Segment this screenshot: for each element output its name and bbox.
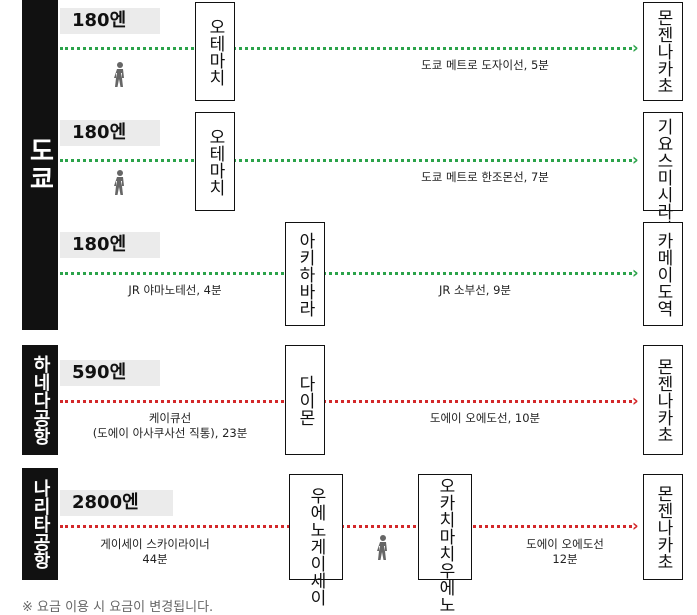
route-5-line — [60, 525, 632, 528]
route-5-segment-label: 도에이 오에도선 12분 — [500, 537, 630, 567]
route-2-arrow-icon: › — [632, 150, 639, 169]
route-4-destination: 몬젠나카초 — [643, 345, 683, 455]
route-4-transfer-station: 다이몬 — [285, 345, 325, 455]
route-2-segment-label: 도쿄 메트로 한조몬선, 7분 — [421, 170, 549, 184]
route-4-first-label-line2: (도에이 아사쿠사선 직통), 23분 — [92, 426, 248, 440]
route-5-transfer-station-2: 오카치마치우에노 — [418, 474, 472, 613]
route-5-segment-label-line2: 12분 — [552, 552, 578, 566]
route-4-line — [60, 400, 632, 403]
group-label-haneda: 하네다공항 — [22, 345, 58, 455]
route-2-transfer-station: 오테마치 — [195, 112, 235, 211]
route-4-segment-label: 도에이 오에도선, 10분 — [429, 411, 541, 425]
route-3-first-label: JR 야마노테선, 4분 — [128, 283, 222, 297]
route-5-segment-label-line1: 도에이 오에도선 — [526, 537, 604, 551]
route-1-segment-label: 도쿄 메트로 도자이선, 5분 — [421, 58, 549, 72]
route-1-arrow-icon: › — [632, 38, 639, 57]
route-5-first-label-line2: 44분 — [142, 552, 168, 566]
group-label-narita: 나리타공항 — [22, 468, 58, 580]
route-2-price: 180엔 — [60, 120, 160, 146]
route-3-destination: 카메이도역 — [643, 222, 683, 326]
route-2-line — [60, 159, 632, 162]
footer-note: ※ 요금 이용 시 요금이 변경됩니다. — [22, 600, 214, 615]
route-1-price: 180엔 — [60, 8, 160, 34]
route-4-first-label: 케이큐선 (도에이 아사쿠사선 직통), 23분 — [70, 411, 270, 441]
route-5-transfer-station-1: 우에노게이세이 — [289, 474, 343, 606]
route-1-destination: 몬젠나카초 — [643, 2, 683, 101]
route-4-arrow-icon: › — [632, 391, 639, 410]
route-3-price: 180엔 — [60, 232, 160, 258]
route-2-destination: 기요스미시라카와 — [643, 112, 683, 254]
route-3-line — [60, 272, 632, 275]
route-3-transfer-station: 아키하바라 — [285, 222, 325, 326]
walking-person-icon — [377, 535, 387, 560]
walking-person-icon — [114, 62, 124, 87]
route-5-arrow-icon: › — [632, 516, 639, 535]
route-5-price: 2800엔 — [60, 490, 173, 516]
route-1-line — [60, 47, 632, 50]
route-5-first-label-line1: 게이세이 스카이라이너 — [100, 537, 210, 551]
route-1-transfer-station: 오테마치 — [195, 2, 235, 101]
route-3-arrow-icon: › — [632, 263, 639, 282]
route-5-first-label: 게이세이 스카이라이너 44분 — [75, 537, 235, 567]
route-5-destination: 몬젠나카초 — [643, 474, 683, 580]
route-4-first-label-line1: 케이큐선 — [148, 411, 192, 425]
route-4-price: 590엔 — [60, 360, 160, 386]
group-label-tokyo: 도쿄 — [22, 0, 58, 330]
route-3-segment-label: JR 소부선, 9분 — [439, 283, 511, 297]
walking-person-icon — [114, 170, 124, 195]
